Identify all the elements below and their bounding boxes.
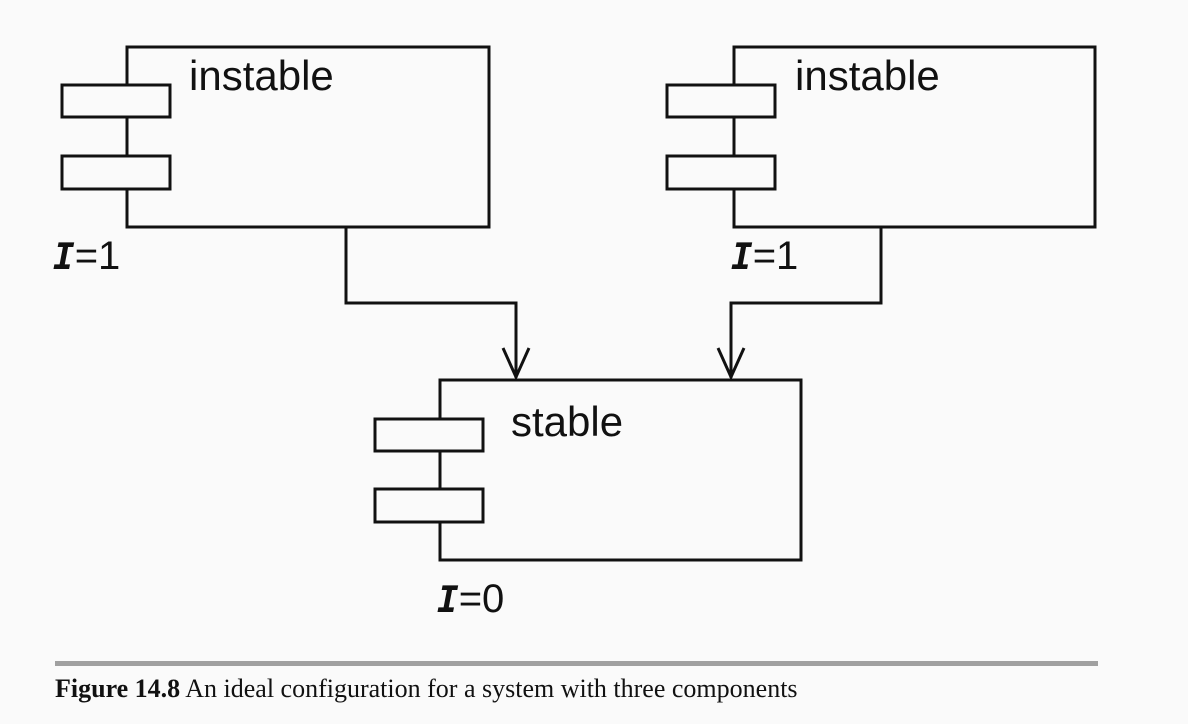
figure-number: Figure 14.8 (55, 674, 181, 703)
component-port-icon (60, 83, 172, 119)
instability-metric: I=1 (53, 234, 120, 278)
metric-symbol: I (437, 580, 459, 621)
arrowhead-icon (501, 347, 531, 381)
instability-metric: I=0 (437, 577, 504, 621)
component-port-icon (60, 154, 172, 191)
component-label: instable (795, 52, 940, 99)
component-stable (373, 378, 803, 562)
component-label: stable (511, 398, 623, 445)
metric-value: =1 (75, 234, 121, 278)
component-port-icon (665, 154, 777, 191)
component-body (125, 45, 491, 229)
dependency-arrow-left (344, 227, 531, 381)
component-instable-left (60, 45, 491, 229)
figure-caption: Figure 14.8 An ideal configuration for a… (55, 673, 1155, 705)
metric-symbol: I (731, 237, 753, 278)
component-instable-right (665, 45, 1097, 229)
component-port-icon (665, 83, 777, 119)
caption-text: An ideal configuration for a system with… (180, 674, 798, 703)
component-label: instable (189, 52, 334, 99)
instability-metric: I=1 (731, 234, 798, 278)
caption-divider (55, 661, 1098, 666)
component-body (732, 45, 1097, 229)
dependency-arrow-right (716, 227, 883, 381)
component-body (438, 378, 803, 562)
metric-value: =1 (753, 234, 799, 278)
metric-symbol: I (53, 237, 75, 278)
component-port-icon (373, 487, 485, 524)
component-port-icon (373, 417, 485, 453)
component-diagram: instable instable stable I=1 I=1 I=0 (53, 45, 1097, 621)
arrowhead-icon (716, 347, 746, 381)
metric-value: =0 (459, 577, 505, 621)
